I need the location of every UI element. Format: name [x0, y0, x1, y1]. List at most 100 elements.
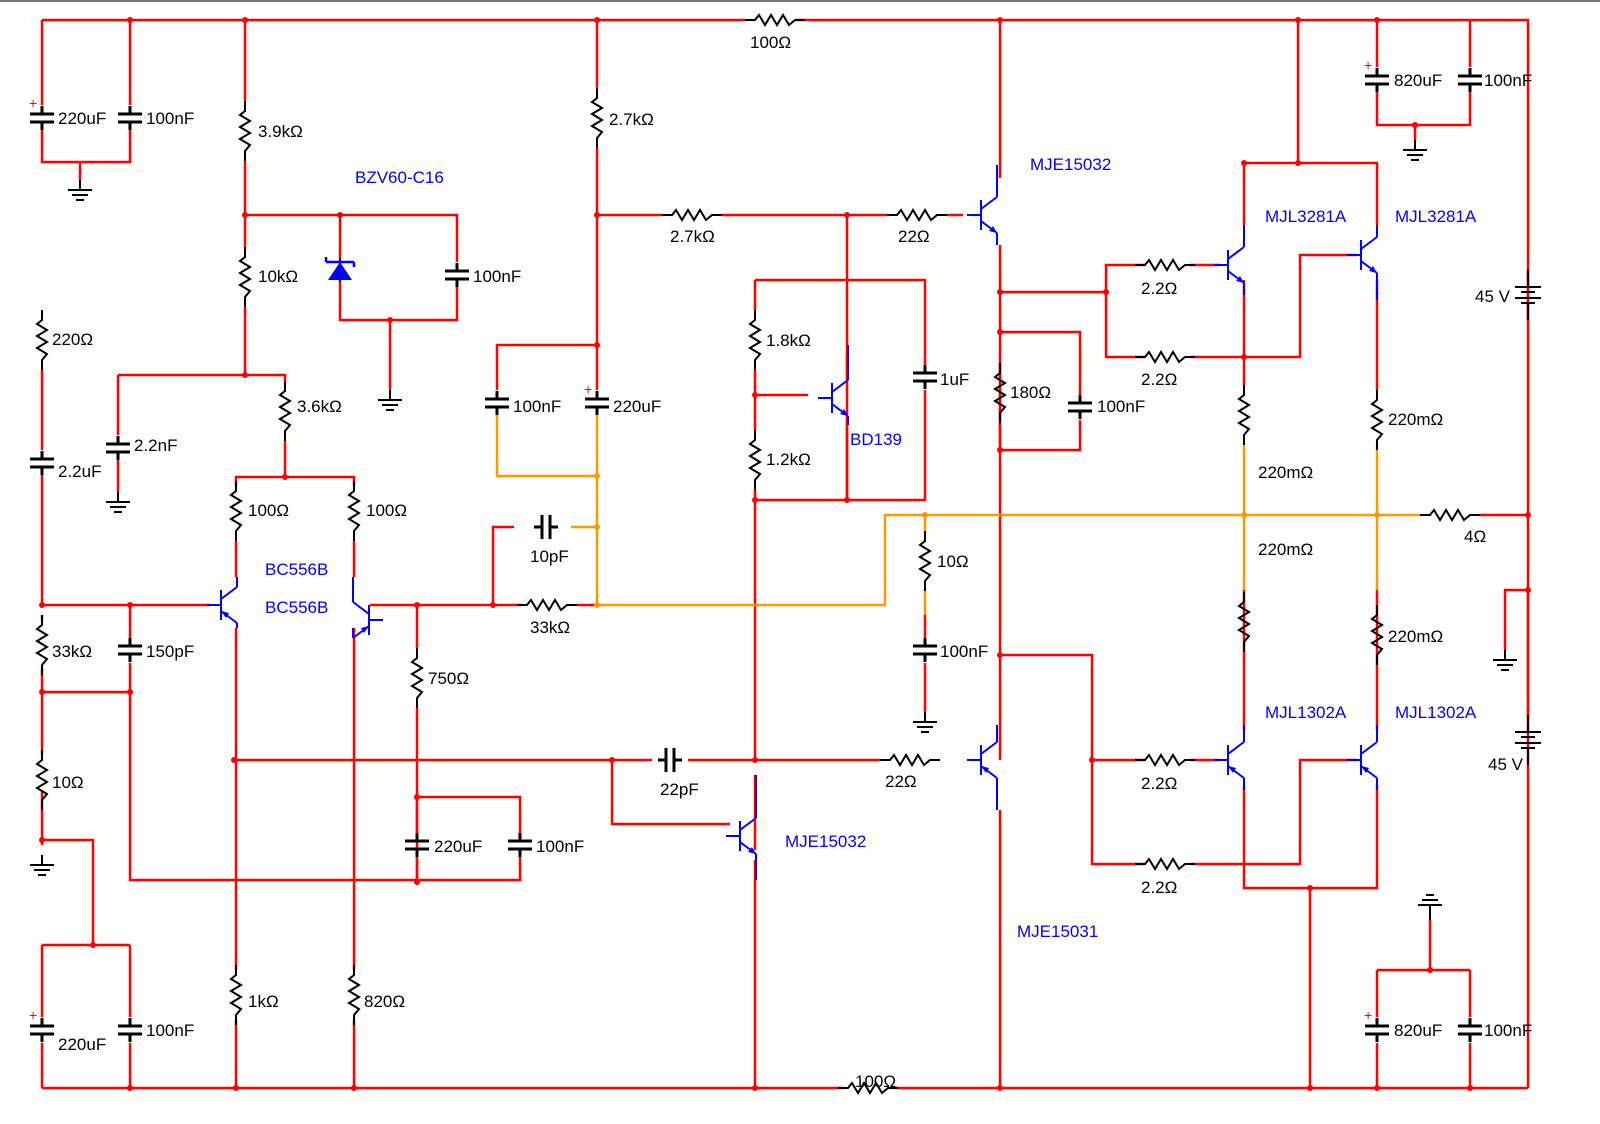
label-resistor-33k-fb: 33kΩ	[530, 618, 570, 637]
resistor-2k7-h	[661, 209, 723, 221]
label-resistor-100-b: 100Ω	[366, 501, 407, 520]
label-resistor-1k: 1kΩ	[248, 992, 279, 1011]
resistor-2k7-v	[591, 87, 603, 149]
label-transistor-mje15031-driver: MJE15031	[1017, 922, 1098, 941]
label-resistor-10k: 10kΩ	[258, 267, 298, 286]
resistor-2r2-1	[1134, 259, 1196, 271]
label-capacitor-220u-boot: 220uF	[613, 397, 661, 416]
label-transistor-mje15032-vas: MJE15032	[785, 832, 866, 851]
capacitor-10p	[532, 513, 560, 541]
label-capacitor-820u-tr: 820uF	[1394, 71, 1442, 90]
capacitor-100n-180	[1066, 393, 1094, 421]
resistor-1k8	[749, 309, 761, 371]
label-resistor-emitter-1: 220mΩ	[1258, 463, 1313, 482]
polarity-mark: +	[1364, 1007, 1372, 1023]
label-capacitor-150p: 150pF	[146, 642, 194, 661]
label-resistor-180: 180Ω	[1010, 383, 1051, 402]
label-capacitor-100n-br: 100nF	[1484, 1021, 1532, 1040]
label-resistor-2r2-1: 2.2Ω	[1141, 279, 1177, 298]
resistor-750	[411, 647, 423, 709]
transistor-mje15032-driver	[966, 165, 998, 245]
label-transistor-mjl1302a-1: MJL1302A	[1265, 703, 1347, 722]
capacitor-2n2	[104, 434, 132, 462]
transistor-mjl1302a-1	[1213, 725, 1245, 790]
label-resistor-3k6: 3.6kΩ	[297, 397, 342, 416]
label-resistor-33k-in: 33kΩ	[52, 642, 92, 661]
label-transistor-mjl3281a-1: MJL3281A	[1265, 207, 1347, 226]
transistor-bc556b-b	[352, 577, 384, 639]
component-labels: 100Ω 100Ω 220uF 100nF 3.9kΩ 10kΩ BZV60-C…	[52, 33, 1532, 1091]
capacitor-22p	[656, 746, 684, 774]
label-capacitor-220u-mid: 220uF	[434, 837, 482, 856]
label-resistor-100-a: 100Ω	[248, 501, 289, 520]
label-resistor-2k7-v: 2.7kΩ	[609, 110, 654, 129]
resistor-10-zobel	[919, 530, 931, 592]
resistor-1k	[230, 964, 242, 1026]
label-resistor-10-in: 10Ω	[52, 773, 84, 792]
capacitor-100n-boot	[483, 389, 511, 417]
resistor-emitter-2	[1371, 389, 1383, 451]
label-capacitor-100n-tr: 100nF	[1484, 71, 1532, 90]
label-resistor-2r2-4: 2.2Ω	[1141, 878, 1177, 897]
transistor-bd139	[817, 345, 849, 425]
resistor-100-a	[230, 480, 242, 542]
label-capacitor-100n-zener: 100nF	[473, 267, 521, 286]
resistor-emitter-3	[1238, 591, 1250, 653]
label-capacitor-100n-tl: 100nF	[146, 109, 194, 128]
label-resistor-100-bottom: 100Ω	[855, 1072, 896, 1091]
junctions	[39, 17, 1531, 1091]
label-resistor-750: 750Ω	[428, 669, 469, 688]
zener-diode	[324, 257, 356, 282]
capacitor-100n-zener	[443, 261, 471, 289]
resistor-3k6	[279, 380, 291, 442]
resistor-180	[994, 362, 1006, 424]
label-capacitor-10p: 10pF	[530, 547, 569, 566]
resistor-1k2	[749, 429, 761, 491]
label-resistor-220: 220Ω	[52, 330, 93, 349]
polarity-mark: +	[29, 95, 37, 111]
label-capacitor-820u-br: 820uF	[1394, 1021, 1442, 1040]
label-capacitor-220u-bl: 220uF	[58, 1035, 106, 1054]
label-transistor-mjl1302a-2: MJL1302A	[1395, 703, 1477, 722]
resistor-3k9	[239, 100, 251, 162]
transistor-mje15031-driver	[966, 725, 998, 810]
label-battery-45v-bottom: 45 V	[1488, 755, 1524, 774]
label-capacitor-2n2: 2.2nF	[134, 436, 177, 455]
resistor-10k	[239, 246, 251, 308]
label-transistor-mjl3281a-2: MJL3281A	[1395, 207, 1477, 226]
capacitor-2u2	[28, 449, 56, 477]
label-resistor-emitter-2: 220mΩ	[1388, 410, 1443, 429]
label-zener: BZV60-C16	[355, 168, 444, 187]
label-capacitor-100n-zobel: 100nF	[940, 642, 988, 661]
label-transistor-bd139: BD139	[850, 430, 902, 449]
resistor-33k-in	[36, 614, 48, 676]
label-capacitor-1u: 1uF	[940, 370, 969, 389]
ground-symbol	[1402, 139, 1428, 161]
label-capacitor-2u2: 2.2uF	[58, 462, 101, 481]
ground-symbol	[105, 491, 131, 513]
output-junctions	[594, 473, 1380, 608]
capacitor-100n-br	[1456, 1016, 1484, 1044]
transistor-mjl3281a-1	[1213, 225, 1245, 295]
transistor-mje15032-vas	[725, 775, 757, 880]
label-capacitor-220u-tl: 220uF	[58, 109, 106, 128]
label-transistor-bc556b-b: BC556B	[265, 598, 328, 617]
transistor-bc556b-a	[206, 577, 238, 628]
resistor-22-top	[886, 209, 948, 221]
label-resistor-820: 820Ω	[364, 992, 405, 1011]
label-resistor-3k9: 3.9kΩ	[258, 122, 303, 141]
polarity-mark: +	[29, 1007, 37, 1023]
label-resistor-2k7-h: 2.7kΩ	[670, 227, 715, 246]
label-resistor-100-top: 100Ω	[750, 33, 791, 52]
ground-symbol	[67, 179, 93, 201]
resistor-emitter-1	[1238, 384, 1250, 446]
resistor-220	[36, 309, 48, 371]
label-resistor-emitter-3: 220mΩ	[1258, 540, 1313, 559]
label-capacitor-22p: 22pF	[660, 780, 699, 799]
ground-symbol	[29, 854, 55, 876]
capacitor-100n-bl	[116, 1016, 144, 1044]
label-resistor-10-zobel: 10Ω	[937, 552, 969, 571]
resistor-2r2-2	[1134, 351, 1196, 363]
label-capacitor-100n-boot: 100nF	[513, 397, 561, 416]
